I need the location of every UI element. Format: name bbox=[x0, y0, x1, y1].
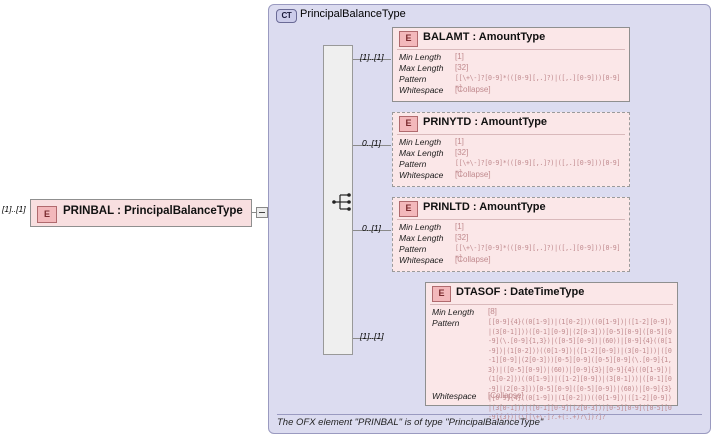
element-prinytd-title: PRINYTD : AmountType bbox=[423, 116, 548, 128]
facet-label: Whitespace bbox=[399, 170, 444, 180]
facet-min-length: Min Length [1] bbox=[399, 222, 625, 232]
occurrence-dtasof: [1]..[1] bbox=[360, 331, 384, 341]
facet-pattern: Pattern [[0-9]{4}((0[1-9])|(1[0-2]))((0[… bbox=[432, 318, 673, 421]
facet-value: [Collapse] bbox=[455, 85, 491, 94]
facet-whitespace: Whitespace [Collapse] bbox=[399, 85, 625, 95]
element-dtasof-title: DTASOF : DateTimeType bbox=[456, 286, 585, 298]
minus-icon bbox=[259, 212, 265, 213]
element-balamt-title: BALAMT : AmountType bbox=[423, 31, 546, 43]
facet-label: Whitespace bbox=[399, 85, 444, 95]
facet-max-length: Max Length [32] bbox=[399, 233, 625, 243]
complextype-title: PrincipalBalanceType bbox=[300, 8, 406, 20]
facet-label: Pattern bbox=[399, 74, 427, 84]
facet-value: [[\+\-]?[0-9]*(([0-9][,.]?)|([,.][0-9]))… bbox=[455, 74, 621, 92]
facet-min-length: Min Length [1] bbox=[399, 137, 625, 147]
facet-value: [Collapse] bbox=[488, 391, 524, 400]
facet-label: Max Length bbox=[399, 148, 444, 158]
facet-whitespace: Whitespace [Collapse] bbox=[399, 170, 625, 180]
facet-value: [Collapse] bbox=[455, 170, 491, 179]
element-icon: E bbox=[432, 286, 451, 302]
facet-value: [32] bbox=[455, 148, 469, 157]
divider bbox=[430, 304, 673, 305]
element-dtasof-header: E DTASOF : DateTimeType bbox=[426, 283, 677, 303]
divider bbox=[397, 219, 625, 220]
divider bbox=[397, 49, 625, 50]
occurrence-balamt: [1]..[1] bbox=[360, 52, 384, 62]
facet-list: Min Length [8] Pattern [[0-9]{4}((0[1-9]… bbox=[432, 307, 673, 421]
facet-max-length: Max Length [32] bbox=[399, 148, 625, 158]
element-balamt[interactable]: E BALAMT : AmountType Min Length [1] Max… bbox=[392, 27, 630, 102]
element-prinltd-header: E PRINLTD : AmountType bbox=[393, 198, 629, 218]
connector-to-dtasof bbox=[353, 338, 383, 339]
sequence-compositor[interactable] bbox=[323, 45, 353, 355]
facet-label: Min Length bbox=[432, 307, 475, 317]
facet-value: [Collapse] bbox=[455, 255, 491, 264]
connector-to-balamt bbox=[353, 59, 391, 60]
prinbal-occurrence-label: [1]..[1] bbox=[2, 204, 26, 214]
facet-label: Pattern bbox=[399, 244, 427, 254]
element-prinbal[interactable]: E PRINBAL : PrincipalBalanceType bbox=[30, 199, 252, 227]
facet-value: [[0-9]{4}((0[1-9])|(1[0-2]))((0[1-9])|([… bbox=[488, 318, 672, 421]
connector-to-prinytd bbox=[353, 145, 391, 146]
facet-value: [1] bbox=[455, 222, 464, 231]
element-icon: E bbox=[399, 116, 418, 132]
facet-label: Whitespace bbox=[399, 255, 444, 265]
facet-value: [8] bbox=[488, 307, 497, 316]
facet-label: Max Length bbox=[399, 63, 444, 73]
facet-whitespace: Whitespace [Collapse] bbox=[432, 391, 673, 401]
facet-list: Min Length [1] Max Length [32] Pattern [… bbox=[399, 222, 625, 266]
complextype-icon: CT bbox=[276, 9, 297, 23]
element-icon: E bbox=[399, 201, 418, 217]
facet-whitespace: Whitespace [Collapse] bbox=[399, 255, 625, 265]
facet-list: Min Length [1] Max Length [32] Pattern [… bbox=[399, 137, 625, 181]
facet-pattern: Pattern [[\+\-]?[0-9]*(([0-9][,.]?)|([,.… bbox=[399, 74, 625, 92]
facet-value: [32] bbox=[455, 233, 469, 242]
element-prinbal-label: PRINBAL : PrincipalBalanceType bbox=[63, 205, 243, 217]
facet-value: [1] bbox=[455, 52, 464, 61]
facet-label: Min Length bbox=[399, 52, 442, 62]
facet-label: Min Length bbox=[399, 222, 442, 232]
facet-label: Pattern bbox=[432, 318, 460, 328]
facet-label: Min Length bbox=[399, 137, 442, 147]
facet-min-length: Min Length [1] bbox=[399, 52, 625, 62]
facet-label: Max Length bbox=[399, 233, 444, 243]
facet-list: Min Length [1] Max Length [32] Pattern [… bbox=[399, 52, 625, 96]
facet-value: [32] bbox=[455, 63, 469, 72]
element-prinltd[interactable]: E PRINLTD : AmountType Min Length [1] Ma… bbox=[392, 197, 630, 272]
facet-pattern: Pattern [[\+\-]?[0-9]*(([0-9][,.]?)|([,.… bbox=[399, 244, 625, 262]
facet-label: Whitespace bbox=[432, 391, 477, 401]
element-icon: E bbox=[37, 206, 57, 223]
occurrence-prinltd: 0..[1] bbox=[362, 223, 381, 233]
divider bbox=[397, 134, 625, 135]
connector-prinbal-toggle bbox=[252, 212, 256, 213]
facet-value: [1] bbox=[455, 137, 464, 146]
facet-value: [[\+\-]?[0-9]*(([0-9][,.]?)|([,.][0-9]))… bbox=[455, 244, 621, 262]
facet-value: [[\+\-]?[0-9]*(([0-9][,.]?)|([,.][0-9]))… bbox=[455, 159, 621, 177]
facet-min-length: Min Length [8] bbox=[432, 307, 673, 317]
element-balamt-header: E BALAMT : AmountType bbox=[393, 28, 629, 48]
facet-pattern: Pattern [[\+\-]?[0-9]*(([0-9][,.]?)|([,.… bbox=[399, 159, 625, 177]
connector-to-prinltd bbox=[353, 230, 391, 231]
element-prinytd-header: E PRINYTD : AmountType bbox=[393, 113, 629, 133]
sequence-icon bbox=[332, 193, 351, 211]
element-dtasof[interactable]: E DTASOF : DateTimeType Min Length [8] P… bbox=[425, 282, 678, 421]
collapse-toggle-button[interactable] bbox=[256, 207, 268, 218]
occurrence-prinytd: 0..[1] bbox=[362, 138, 381, 148]
complextype-footer-note: The OFX element "PRINBAL" is of type "Pr… bbox=[277, 414, 702, 429]
element-icon: E bbox=[399, 31, 418, 47]
element-prinltd-title: PRINLTD : AmountType bbox=[423, 201, 546, 213]
facet-label: Pattern bbox=[399, 159, 427, 169]
element-prinytd[interactable]: E PRINYTD : AmountType Min Length [1] Ma… bbox=[392, 112, 630, 187]
facet-max-length: Max Length [32] bbox=[399, 63, 625, 73]
